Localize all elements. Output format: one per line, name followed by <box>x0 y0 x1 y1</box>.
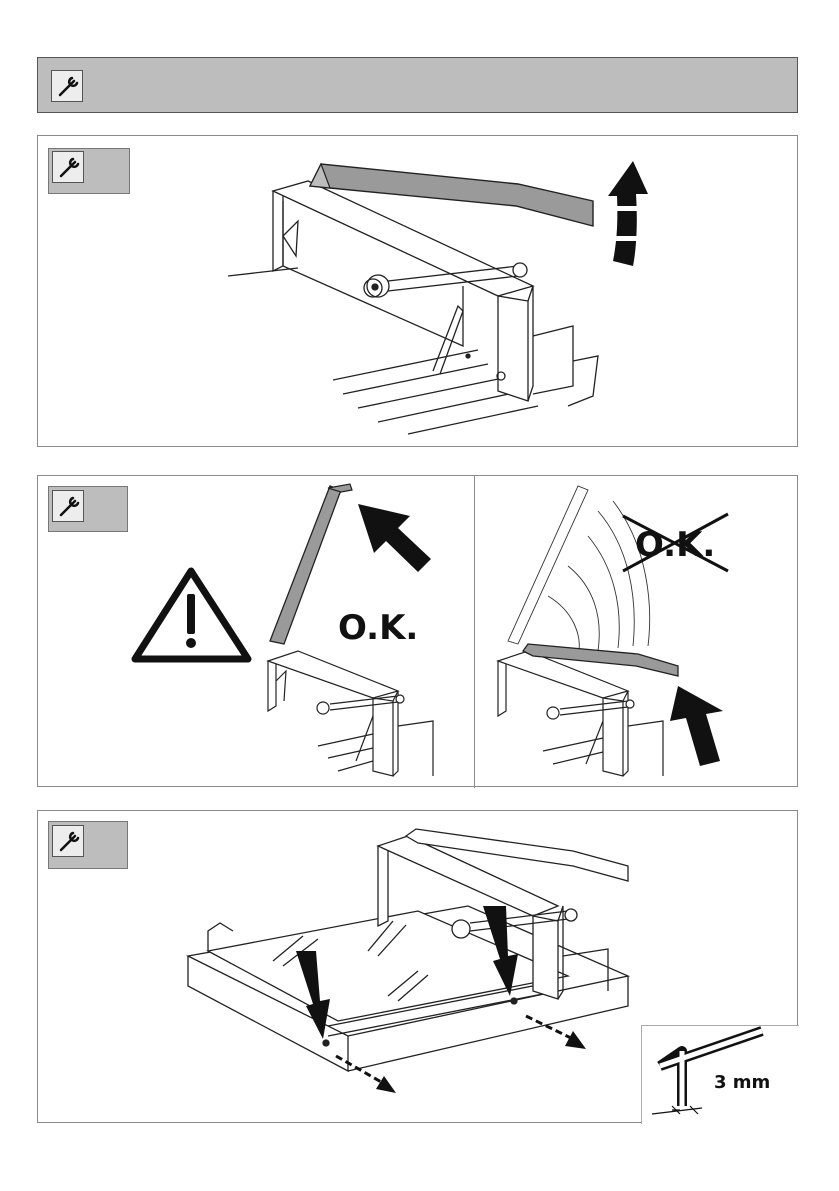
hex-key-size-label: 3 mm <box>714 1072 770 1093</box>
panel-lever-positions: O.K. O.K. <box>37 475 798 787</box>
panel-raise-lever <box>37 135 798 447</box>
wrench-icon <box>51 70 83 102</box>
panel-remove-screws: 3 mm <box>37 810 798 1123</box>
lever-position-illustrations: O.K. O.K. <box>38 476 799 788</box>
section-header-bar <box>37 57 798 113</box>
hex-key-inset: 3 mm <box>641 1025 799 1124</box>
ok-label-left: O.K. <box>338 608 418 648</box>
cutter-lever-raise-illustration <box>38 136 799 448</box>
warning-triangle-icon <box>135 571 248 659</box>
